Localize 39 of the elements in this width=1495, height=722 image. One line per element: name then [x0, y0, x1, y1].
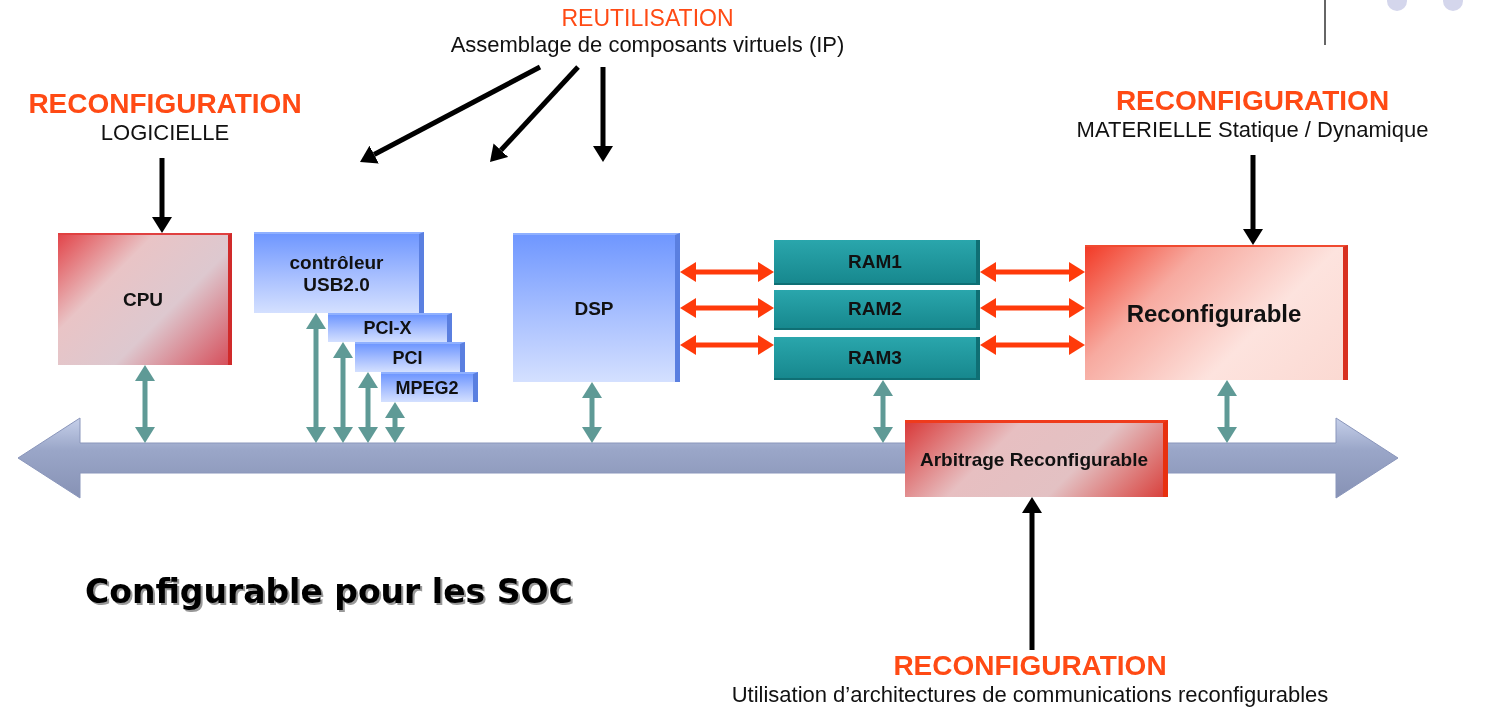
arrow: [980, 337, 1085, 353]
arrow: [154, 158, 170, 233]
component-box: RAM3: [774, 337, 980, 380]
arrow: [1024, 497, 1040, 650]
arrow: [680, 264, 774, 280]
arrow: [335, 342, 351, 443]
component-box: MPEG2: [381, 372, 478, 402]
component-box: PCI-X: [328, 313, 452, 342]
arrow: [680, 300, 774, 316]
arrow: [360, 64, 542, 162]
arrow: [875, 380, 891, 443]
arrow: [137, 365, 153, 443]
annotation-text: LOGICIELLE: [99, 120, 231, 146]
arrow: [680, 337, 774, 353]
annotation-text: Utilisation d’architectures de communications reconfigurables: [730, 682, 1330, 708]
arrow: [584, 382, 600, 443]
component-box: CPU: [58, 233, 232, 365]
arrow: [1219, 380, 1235, 443]
annotation-heading: RECONFIGURATION: [27, 88, 303, 120]
component-box: RAM1: [774, 240, 980, 285]
annotation-heading: RECONFIGURATION: [892, 650, 1168, 682]
component-box: contrôleur USB2.0: [254, 232, 424, 313]
component-box: RAM2: [774, 290, 980, 330]
component-box: Reconfigurable: [1085, 245, 1348, 380]
component-box: PCI: [355, 342, 465, 372]
annotation-text: MATERIELLE Statique / Dynamique: [1075, 117, 1430, 143]
arrow: [980, 264, 1085, 280]
arrow: [308, 313, 324, 443]
arrow: [387, 402, 403, 443]
arrow: [490, 65, 580, 162]
annotation-text: Assemblage de composants virtuels (IP): [449, 32, 846, 58]
arrow: [1245, 155, 1261, 245]
arrow: [595, 67, 611, 162]
component-box: DSP: [513, 233, 680, 382]
arrow: [360, 372, 376, 443]
diagram-title: Configurable pour les SOC: [85, 572, 573, 611]
annotation-heading: REUTILISATION: [560, 5, 735, 32]
arrow: [980, 300, 1085, 316]
annotation-heading: RECONFIGURATION: [1114, 85, 1391, 117]
